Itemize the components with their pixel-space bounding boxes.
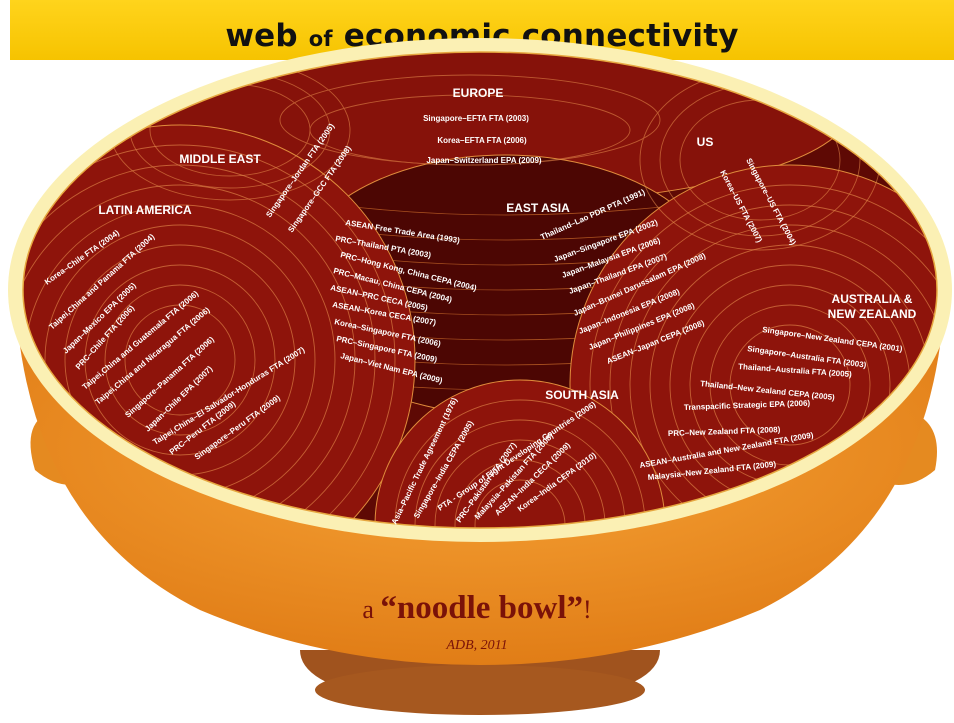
agreement-label: Transpacific Strategic EPA (2006)	[684, 399, 811, 412]
region-south-asia-label: SOUTH ASIA	[545, 388, 619, 402]
region-australia-nz-label: AUSTRALIA &	[832, 292, 913, 306]
title-part2: of	[308, 27, 333, 51]
caption-source: ADB, 2011	[446, 638, 508, 653]
region-east-asia-label: EAST ASIA	[506, 201, 570, 215]
caption-emphasis: noodle bowl	[396, 590, 567, 626]
title-part1: web	[225, 18, 309, 54]
caption: a “noodle bowl”!	[0, 590, 954, 627]
agreement-label: PRC–New Zealand FTA (2008)	[668, 425, 781, 438]
caption-prefix: a	[362, 595, 381, 624]
caption-suffix: !	[583, 595, 592, 624]
caption-close-quote: ”	[566, 590, 584, 626]
agreement-label: Korea–EFTA FTA (2006)	[437, 136, 527, 145]
bowl-foot	[315, 665, 645, 715]
region-us-label: US	[697, 135, 714, 149]
agreement-label: Japan–Switzerland EPA (2009)	[426, 156, 541, 165]
caption-open-quote: “	[380, 590, 397, 626]
region-latin-america-label: LATIN AMERICA	[98, 203, 192, 217]
region-europe-label: EUROPE	[453, 86, 504, 100]
agreement-label: Singapore–EFTA FTA (2003)	[423, 114, 529, 123]
region-middle-east-label: MIDDLE EAST	[179, 152, 261, 166]
region-australia-nz-label-line2: NEW ZEALAND	[828, 307, 917, 321]
soup-edge	[22, 51, 938, 529]
